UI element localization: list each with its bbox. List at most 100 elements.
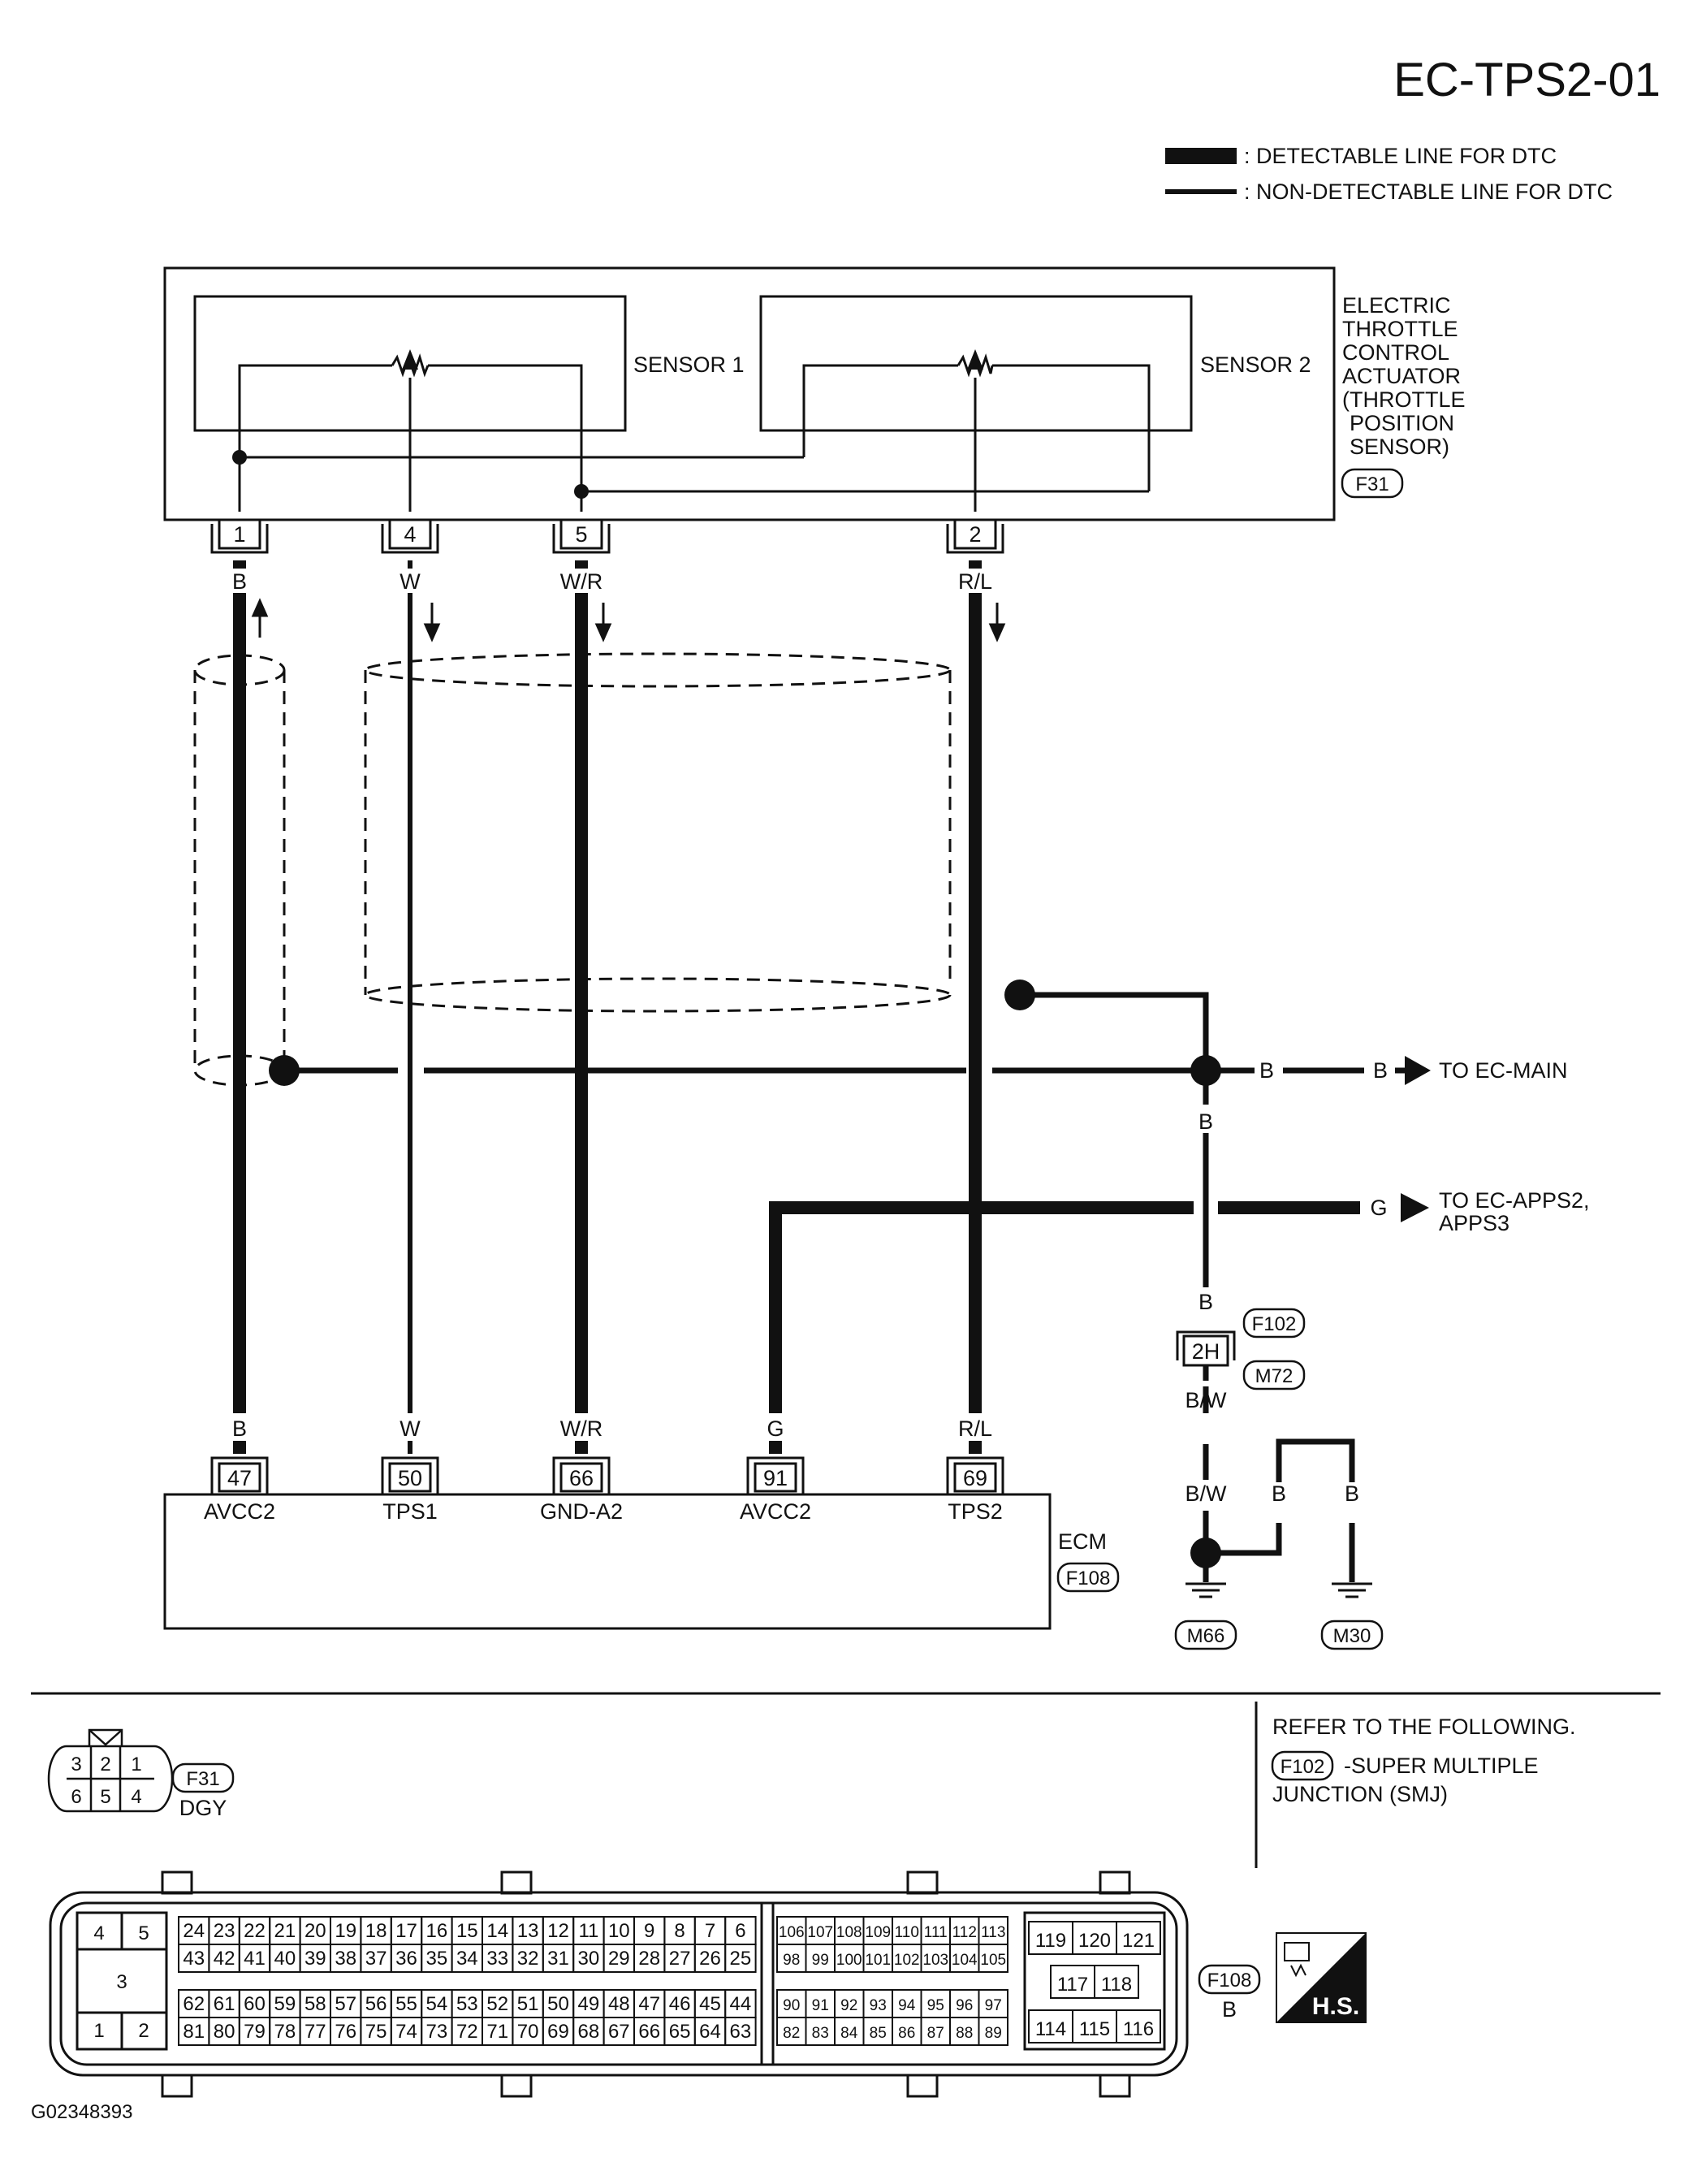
m72-badge [1242,1360,1306,1390]
wire-color-bw: B/W [1186,1481,1228,1506]
ecm-face-pin: 111 [924,1924,948,1941]
actuator-connector-pins [210,518,1004,554]
ecm-face-pin: 82 [783,2025,800,2042]
ecm-face-pin: 15 [456,1920,478,1942]
ecm-face-pin: 68 [578,2021,600,2043]
ecm-terminal-gnd-a2: GND-A2 [540,1499,623,1524]
ecm-face-pin: 72 [456,2021,478,2043]
svg-text:POSITION: POSITION [1350,411,1454,435]
ecm-box [163,1493,1052,1630]
ecm-face-pin: 16 [426,1920,448,1942]
ecm-face-pin: 24 [183,1920,205,1942]
ecm-face-pin: 80 [214,2021,235,2043]
svg-text:B: B [232,569,247,594]
ecm-face-pin: 75 [365,2021,387,2043]
svg-text:ACTUATOR: ACTUATOR [1342,364,1461,388]
ecm-terminal-tps2: TPS2 [948,1499,1003,1524]
ecm-face-pin: 48 [608,1993,630,2015]
f31-face-pin: 1 [131,1754,141,1775]
figure-id: G02348393 [31,2101,132,2123]
ecm-face-pin: 25 [730,1948,752,1970]
actuator-pin-2: 2 [969,522,981,547]
ecm-face-pin: 99 [812,1952,829,1969]
ecm-face-pin: 23 [214,1920,235,1942]
ecm-face-pin-cell [978,1944,1008,1973]
refer-smj-line1: -SUPER MULTIPLE [1344,1754,1539,1778]
wire-color-b: B [1373,1058,1388,1083]
ecm-face-pin: 50 [547,1993,569,2015]
smj-wire-b: B [1198,1290,1213,1314]
ecm-face-pin: 30 [578,1948,600,1970]
ecm-face-pin: 5 [138,1922,149,1944]
f108-connector-face [49,1870,1189,2098]
ecm-face-pin: 81 [183,2021,205,2043]
sensor2-label: SENSOR 2 [1200,352,1311,377]
ecm-face-pin-cell [1116,2009,1161,2043]
ecm-face-pin-cell [724,2017,757,2046]
ecm-face-pin: 70 [517,2021,539,2043]
f31-connector-label: F31 [1355,474,1389,495]
f31-face-pin: 2 [100,1754,110,1775]
to-ec-apps-label: TO EC-APPS2, [1439,1188,1590,1213]
splice-dot [1190,1055,1221,1086]
shield-ground-dot [269,1055,300,1086]
ecm-face-pin: 13 [517,1920,539,1942]
ecm-face-pin: 41 [244,1948,266,1970]
ecm-face-pin: 117 [1057,1974,1088,1996]
ecm-pin-91: 91 [763,1466,788,1490]
ecm-face-pin: 116 [1123,2018,1154,2040]
ecm-face-pin: 95 [927,1997,944,2014]
ecm-face-pin: 54 [426,1993,448,2015]
ecm-face-pin: 44 [730,1993,752,2015]
ecm-face-pin: 56 [365,1993,387,2015]
hs-badge-icon [1276,1932,1367,2023]
f31-connector-face [47,1728,174,1813]
ecm-face-pin: 93 [870,1997,887,2014]
ecm-pin-66: 66 [569,1466,594,1490]
ecm-face-pin: 47 [638,1993,660,2015]
ecm-face-pin: 7 [705,1920,715,1942]
wire-color-b: B [1272,1481,1286,1506]
smj-pin-2h: 2H [1192,1339,1220,1364]
m30-badge [1320,1620,1384,1650]
ecm-face-pin-cell [978,2017,1008,2046]
ecm-pin-47: 47 [227,1466,252,1490]
signal-arrows [251,598,1006,642]
ecm-face-pin: 64 [699,2021,721,2043]
top-wire-colors: B W W/R R/L [229,569,1000,594]
ecm-face-pin: 96 [956,1997,973,2014]
f31-face-badge [171,1762,235,1793]
ecm-face-pin: 59 [274,1993,296,2015]
ecm-face-pin: 46 [669,1993,691,2015]
ecm-face-pin: 94 [898,1997,916,2014]
ecm-pin-69: 69 [963,1466,987,1490]
actuator-pin-5: 5 [575,522,587,547]
ecm-face-pin: 4 [93,1922,104,1944]
ecm-face-pin: 17 [395,1920,417,1942]
ecm-face-pin: 91 [812,1997,829,2014]
ecm-face-pin: 40 [274,1948,296,1970]
sensor1-wiper-arrow [402,349,418,370]
m66-badge-label: M66 [1187,1625,1225,1647]
ecm-face-pin: 43 [183,1948,205,1970]
ecm-face-pin: 86 [898,2025,915,2042]
hs-label: H.S. [1312,1993,1359,2020]
ecm-face-pin: 51 [517,1993,539,2015]
ecm-face-pin: 107 [807,1924,833,1941]
shield-right [364,652,952,1013]
ecm-face-pin: 74 [395,2021,417,2043]
ecm-face-pin: 26 [699,1948,721,1970]
ecm-face-pin: 61 [214,1993,235,2015]
junction-dot [232,450,247,465]
to-ec-apps-arrow [1401,1193,1429,1222]
ecm-face-pin: 90 [783,1997,800,2014]
ecm-face-pin: 58 [304,1993,326,2015]
ecm-face-pin: 60 [244,1993,266,2015]
ground-symbols [1186,1582,1372,1598]
ecm-face-pin: 67 [608,2021,630,2043]
ecm-face-pin: 73 [426,2021,448,2043]
ecm-face-pin: 11 [578,1920,598,1942]
ecm-face-pin: 120 [1078,1930,1111,1952]
ecm-face-pin-cell [1116,1921,1161,1955]
